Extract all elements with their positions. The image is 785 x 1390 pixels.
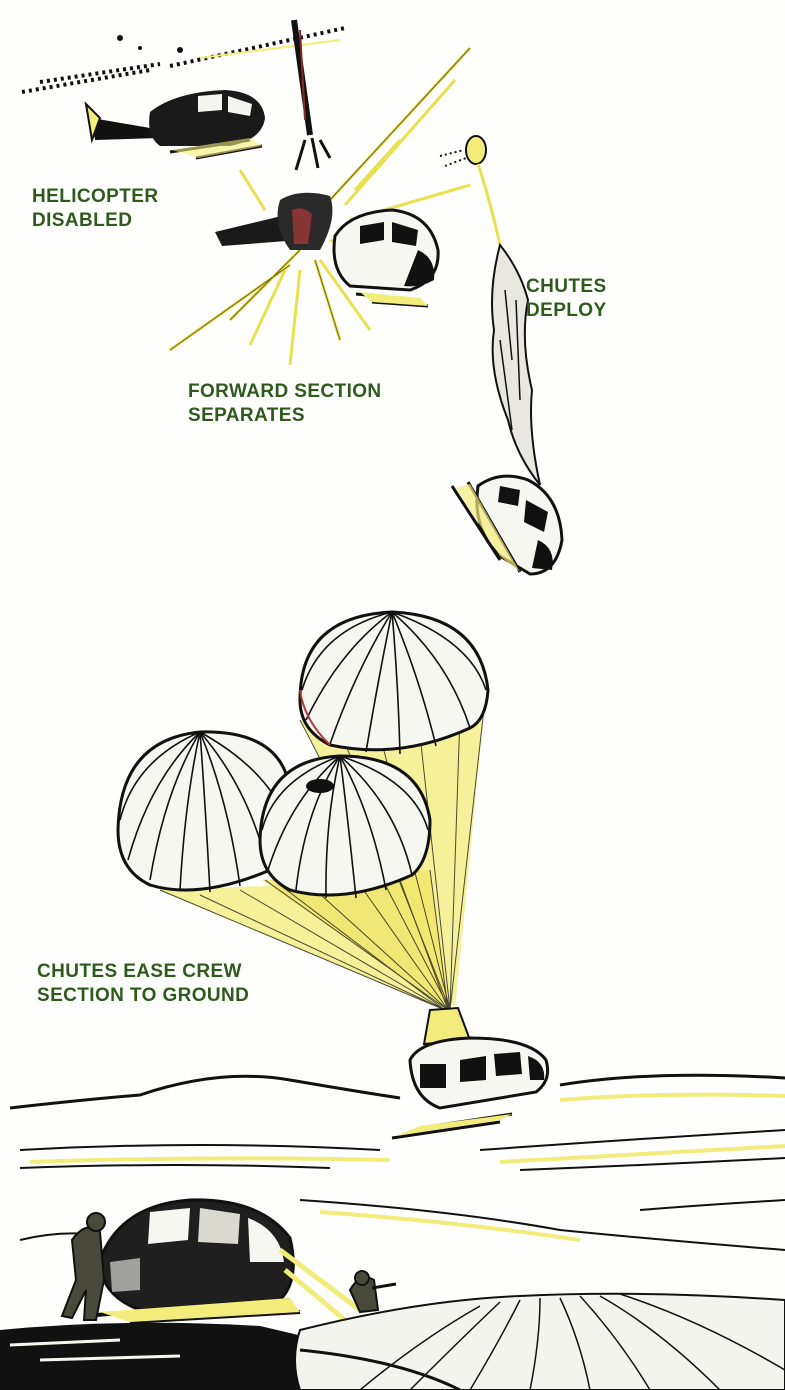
label-chutes-deploy: CHUTES DEPLOY <box>526 275 607 323</box>
label-line: DEPLOY <box>526 299 607 323</box>
label-chutes-ease-crew: CHUTES EASE CREW SECTION TO GROUND <box>37 960 249 1008</box>
separation-explosion-drawing <box>170 20 470 365</box>
label-helicopter-disabled: HELICOPTER DISABLED <box>32 185 158 233</box>
label-line: CHUTES EASE CREW <box>37 960 249 984</box>
label-line: SECTION TO GROUND <box>37 984 249 1008</box>
label-line: SEPARATES <box>188 404 382 428</box>
descending-crew-section-drawing <box>392 1008 548 1138</box>
label-line: DISABLED <box>32 209 158 233</box>
label-line: HELICOPTER <box>32 185 158 209</box>
chutes-deploy-drawing <box>440 136 562 574</box>
label-line: CHUTES <box>526 275 607 299</box>
label-line: FORWARD SECTION <box>188 380 382 404</box>
label-forward-section-separates: FORWARD SECTION SEPARATES <box>188 380 382 428</box>
parachute-canopies-drawing <box>118 612 488 1010</box>
